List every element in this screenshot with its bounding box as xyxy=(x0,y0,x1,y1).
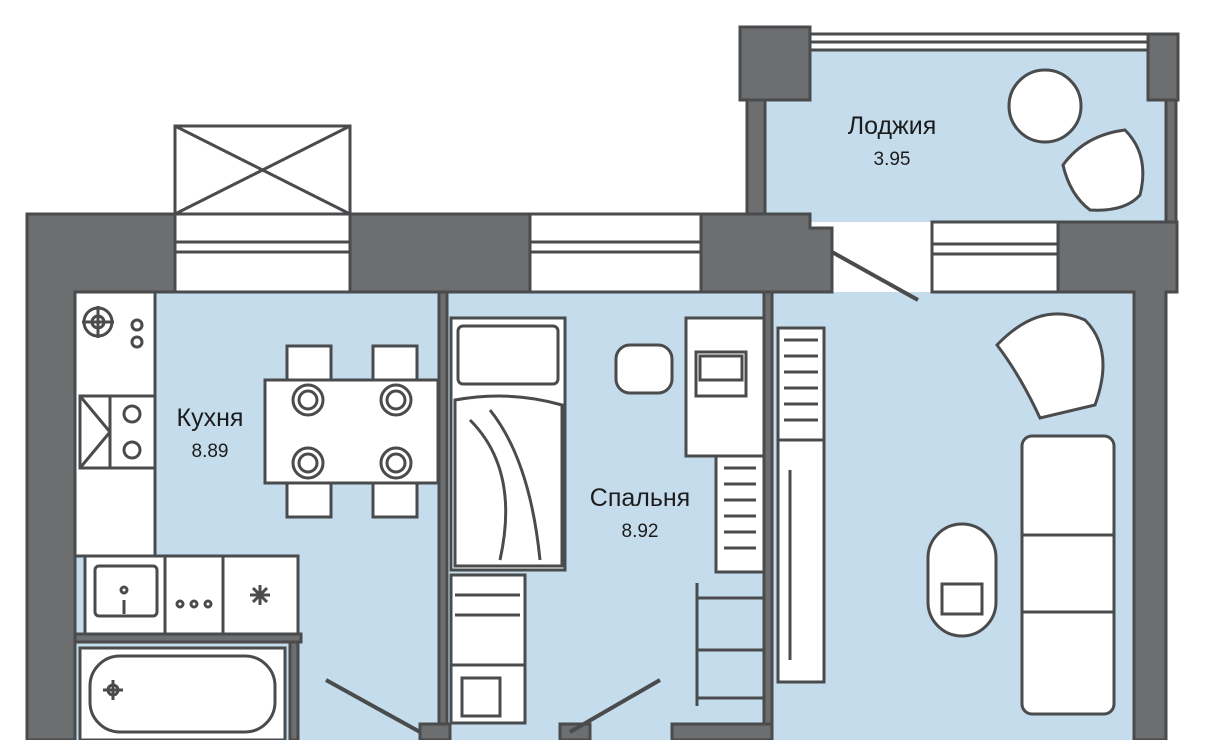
room-area: 8.92 xyxy=(621,521,659,542)
bathroom-fixtures xyxy=(78,554,300,740)
washing-machine xyxy=(163,554,225,636)
loggia-right-wall xyxy=(1164,98,1178,224)
desk-chair xyxy=(614,343,674,395)
room-label-kitchen: Кухня 8.89 xyxy=(155,404,265,463)
chair-1 xyxy=(285,344,333,382)
partition-kitchen-bedroom xyxy=(437,290,449,740)
drain-icon xyxy=(103,680,123,700)
tv-stand xyxy=(776,438,826,684)
rack xyxy=(695,583,764,706)
room-label-bedroom: Спальня 8.92 xyxy=(570,484,710,543)
window-kitchen xyxy=(173,212,352,294)
chair-4 xyxy=(371,481,419,519)
bookshelf-living xyxy=(776,326,826,442)
loggia-furniture xyxy=(1007,68,1145,212)
room-area: 8.89 xyxy=(191,441,229,462)
coffee-table xyxy=(926,522,998,638)
bedroom-furniture xyxy=(449,316,766,725)
room-area: 3.95 xyxy=(873,149,911,170)
bookshelf-bedroom xyxy=(714,454,766,574)
lounge-chair xyxy=(1061,128,1145,212)
loggia-side-wall xyxy=(745,98,767,216)
room-name: Кухня xyxy=(176,404,244,432)
loggia-column-left xyxy=(738,25,812,102)
window-loggia xyxy=(808,32,1150,52)
bedroom-door xyxy=(568,678,662,734)
loggia-door xyxy=(831,250,919,302)
dining-table xyxy=(263,378,440,485)
door-jamb-3 xyxy=(670,722,774,740)
kitchen-door xyxy=(325,678,421,734)
outer-wall-right xyxy=(1056,220,1179,740)
pillow xyxy=(456,324,560,386)
ventilation-shaft xyxy=(173,124,352,216)
room-name: Лоджия xyxy=(847,112,937,140)
living-furniture xyxy=(776,312,1116,716)
loggia-column-right xyxy=(1146,32,1180,102)
room-label-loggia: Лоджия 3.95 xyxy=(826,112,958,171)
window-bedroom xyxy=(528,212,703,294)
papers-icon xyxy=(940,582,984,616)
asterisk-icon xyxy=(250,585,270,605)
wall-pier-2 xyxy=(699,212,834,294)
kitchen-furniture xyxy=(73,290,440,558)
wall-pier-1 xyxy=(348,212,532,294)
door-jamb-2 xyxy=(558,722,592,740)
chair-3 xyxy=(285,481,333,519)
sofa xyxy=(1020,434,1116,716)
chair-2 xyxy=(371,344,419,382)
boiler xyxy=(221,554,300,636)
door-jamb-1 xyxy=(418,722,452,740)
windows xyxy=(173,32,1150,294)
window-living xyxy=(930,220,1060,294)
round-table xyxy=(1007,68,1083,144)
doors xyxy=(325,250,919,734)
armchair xyxy=(995,312,1105,420)
bathroom-side-wall xyxy=(288,640,300,740)
room-name: Спальня xyxy=(589,484,691,512)
oven-icon xyxy=(78,394,112,470)
